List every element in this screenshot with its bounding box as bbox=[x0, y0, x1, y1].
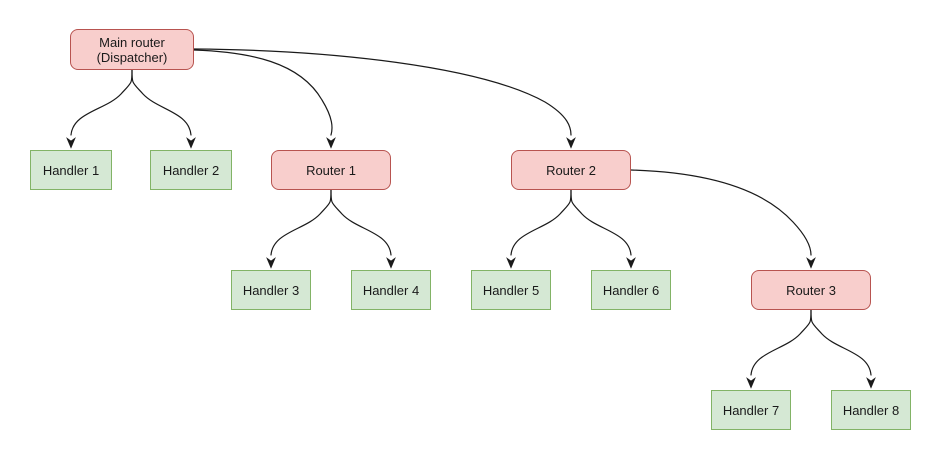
node-h8[interactable]: Handler 8 bbox=[831, 390, 911, 430]
node-label: Router 1 bbox=[306, 162, 356, 178]
node-main[interactable]: Main router (Dispatcher) bbox=[70, 29, 194, 70]
node-h7[interactable]: Handler 7 bbox=[711, 390, 791, 430]
node-h3[interactable]: Handler 3 bbox=[231, 270, 311, 310]
edge-main-to-h1 bbox=[66, 69, 133, 149]
node-h1[interactable]: Handler 1 bbox=[30, 150, 112, 190]
edge-main-to-h2 bbox=[131, 69, 196, 149]
arrow-head-icon bbox=[186, 137, 196, 149]
node-r1[interactable]: Router 1 bbox=[271, 150, 391, 190]
edge-r2-to-h5 bbox=[506, 189, 572, 269]
arrow-head-icon bbox=[266, 257, 276, 269]
edge-r1-to-h4 bbox=[330, 189, 396, 269]
arrow-head-icon bbox=[386, 257, 396, 269]
node-label: Router 3 bbox=[786, 282, 836, 298]
node-label: Handler 3 bbox=[242, 282, 300, 298]
node-label: Main router (Dispatcher) bbox=[96, 34, 168, 65]
arrow-head-icon bbox=[66, 137, 76, 149]
arrow-head-icon bbox=[626, 257, 636, 269]
node-r2[interactable]: Router 2 bbox=[511, 150, 631, 190]
edge-main-to-r1 bbox=[193, 49, 336, 149]
node-label: Handler 4 bbox=[362, 282, 420, 298]
node-label: Handler 5 bbox=[482, 282, 540, 298]
arrow-head-icon bbox=[866, 377, 876, 389]
node-h5[interactable]: Handler 5 bbox=[471, 270, 551, 310]
arrow-head-icon bbox=[506, 257, 516, 269]
arrow-head-icon bbox=[746, 377, 756, 389]
edge-r3-to-h8 bbox=[810, 309, 876, 389]
node-label: Router 2 bbox=[546, 162, 596, 178]
node-h2[interactable]: Handler 2 bbox=[150, 150, 232, 190]
node-label: Handler 6 bbox=[602, 282, 660, 298]
edge-r1-to-h3 bbox=[266, 189, 332, 269]
edge-r3-to-h7 bbox=[746, 309, 812, 389]
node-label: Handler 8 bbox=[842, 402, 900, 418]
node-label: Handler 7 bbox=[722, 402, 780, 418]
arrow-head-icon bbox=[566, 137, 576, 149]
edge-r2-to-r3 bbox=[630, 169, 816, 269]
node-label: Handler 2 bbox=[162, 162, 220, 178]
node-h6[interactable]: Handler 6 bbox=[591, 270, 671, 310]
node-r3[interactable]: Router 3 bbox=[751, 270, 871, 310]
node-h4[interactable]: Handler 4 bbox=[351, 270, 431, 310]
edge-r2-to-h6 bbox=[570, 189, 636, 269]
arrow-head-icon bbox=[806, 257, 816, 269]
arrow-head-icon bbox=[326, 137, 336, 149]
node-label: Handler 1 bbox=[42, 162, 100, 178]
edge-main-to-r2 bbox=[193, 48, 576, 149]
